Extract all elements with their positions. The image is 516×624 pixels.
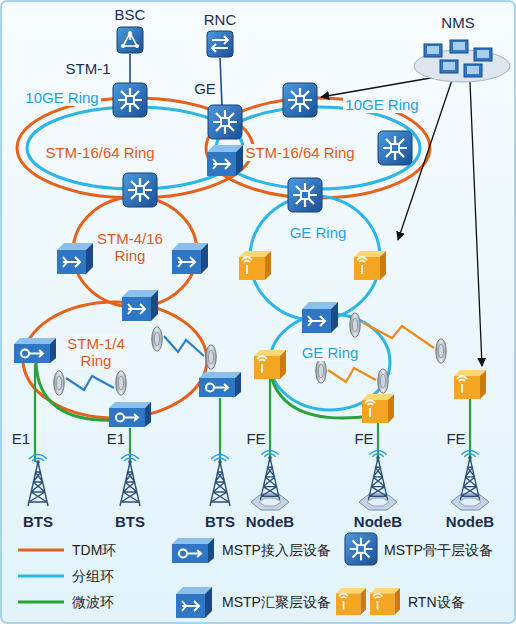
ring-or-link-label: GE Ring	[288, 224, 349, 241]
ring-or-link-label: 10GE Ring	[23, 89, 100, 106]
device-label-node: BTS	[20, 512, 56, 531]
ring-or-link-label: FE	[446, 430, 465, 447]
legend-text: RTN设备	[408, 594, 465, 610]
device-label-node: NMS	[438, 13, 477, 32]
legend-text: MSTP骨干层设备	[384, 542, 493, 558]
node-label: BTS	[23, 513, 53, 530]
rtn-devices	[239, 251, 486, 423]
node-label: NodeB	[354, 513, 402, 530]
node-label: NodeB	[446, 513, 494, 530]
device-label-node: BTS	[112, 512, 148, 531]
node-label: RNC	[204, 11, 237, 28]
ring-or-link-label: E1	[12, 430, 30, 447]
ring-or-link-label: FE	[246, 430, 265, 447]
device-label-node: BTS	[202, 512, 238, 531]
legend-text: TDM环	[72, 542, 116, 558]
ring-or-link-label: STM-1	[66, 60, 111, 77]
ring-or-link-label: STM-16/64 Ring	[43, 144, 156, 161]
ring-or-link-label: GE Ring	[300, 344, 361, 361]
node-label: NodeB	[246, 513, 294, 530]
legend-text: 分组环	[72, 568, 114, 584]
ring-or-link-label: STM-4/16 Ring	[95, 230, 165, 264]
legend-text: MSTP汇聚层设备	[222, 594, 331, 610]
ring-or-link-label: E1	[107, 430, 125, 447]
legend-text: 微波环	[72, 594, 114, 610]
ring-lines	[17, 98, 430, 420]
device-label-node: NodeB	[243, 512, 297, 531]
device-label-node: NodeB	[443, 512, 497, 531]
ring-or-link-label: 10GE Ring	[343, 96, 420, 113]
ring-or-link-label: STM-16/64 Ring	[243, 144, 356, 161]
node-label: BTS	[115, 513, 145, 530]
bts-towers	[28, 455, 230, 507]
microwave-dishes	[54, 313, 447, 396]
device-label-node: RNC	[201, 10, 240, 29]
legend-text: MSTP接入层设备	[222, 542, 331, 558]
device-label-node: BSC	[112, 5, 149, 24]
controller-icons	[117, 27, 510, 82]
nodeb-towers	[251, 450, 489, 510]
ring-or-link-label: GE	[194, 80, 216, 97]
nms-arrows	[321, 76, 482, 366]
node-label: NMS	[441, 14, 474, 31]
node-label: BTS	[205, 513, 235, 530]
ring-or-link-label: STM-1/4 Ring	[64, 335, 128, 369]
ring-or-link-label: FE	[354, 430, 373, 447]
legend-samples	[18, 533, 400, 618]
device-label-node: NodeB	[351, 512, 405, 531]
node-label: BSC	[115, 6, 146, 23]
drop-lines	[35, 364, 470, 462]
